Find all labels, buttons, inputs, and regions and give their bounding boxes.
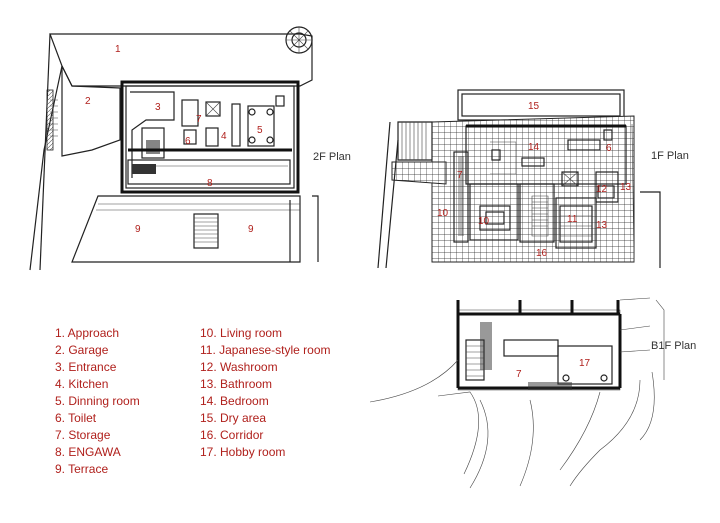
room-number: 8 (207, 178, 213, 189)
room-number: 4 (221, 131, 227, 142)
legend-item: 8. ENGAWA (55, 445, 121, 459)
legend-item: 7. Storage (55, 428, 111, 442)
room-number: 6 (606, 143, 612, 154)
main-volume-2f (120, 80, 300, 194)
room-numbers-2f: 1 2 3 7 4 5 6 8 9 9 (85, 44, 263, 235)
room-numbers-b1f: 17 7 (516, 358, 591, 380)
room-number: 15 (528, 101, 540, 112)
legend-item: 17. Hobby room (200, 445, 286, 459)
room-number: 10 (478, 216, 490, 227)
room-number: 12 (596, 184, 608, 195)
plan-2f (29, 26, 319, 271)
legend-item: 13. Bathroom (200, 377, 273, 391)
legend-item: 16. Corridor (200, 428, 264, 442)
room-number: 1 (115, 44, 121, 55)
room-number: 3 (155, 102, 161, 113)
room-number: 7 (457, 170, 463, 181)
room-number: 6 (185, 136, 191, 147)
legend-item: 14. Bedroom (200, 394, 269, 408)
room-number: 9 (248, 224, 254, 235)
legend-item: 3. Entrance (55, 360, 117, 374)
legend-item: 5. Dinning room (55, 394, 140, 408)
room-number: 13 (620, 182, 632, 193)
plan-title-1f: 1F Plan (651, 150, 689, 162)
legend-item: 1. Approach (55, 326, 120, 340)
room-number: 5 (257, 125, 263, 136)
engawa (127, 159, 291, 185)
room-number: 10 (437, 208, 449, 219)
room-number: 7 (516, 369, 522, 380)
garage-outline (61, 65, 121, 157)
legend-item: 12. Washroom (200, 360, 278, 374)
plan-title-b1f: B1F Plan (651, 340, 697, 352)
room-number: 13 (596, 220, 608, 231)
room-number: 14 (528, 142, 540, 153)
approach-outline (49, 33, 313, 87)
room-number: 17 (579, 358, 591, 369)
legend-item: 2. Garage (55, 343, 109, 357)
plan-1f (377, 89, 661, 269)
legend-item: 15. Dry area (200, 411, 267, 425)
plan-title-2f: 2F Plan (313, 151, 351, 163)
plan-b1f (369, 297, 665, 489)
legend-left-column: 1. Approach 2. Garage 3. Entrance 4. Kitche… (55, 325, 140, 478)
legend-item: 4. Kitchen (55, 377, 109, 391)
terrace-2f (71, 195, 301, 263)
room-number: 11 (567, 214, 578, 225)
legend-item: 10. Living room (200, 326, 283, 340)
legend-right-column: 10. Living room 11. Japanese-style room 12… (200, 325, 331, 461)
room-number: 2 (85, 96, 91, 107)
room-number: 7 (196, 114, 202, 125)
legend-item: 11. Japanese-style room (200, 343, 331, 357)
legend-item: 6. Toilet (55, 411, 97, 425)
room-number: 16 (536, 248, 548, 259)
room-numbers-1f: 15 14 6 7 12 13 10 10 11 13 16 (437, 101, 632, 259)
legend-item: 9. Terrace (55, 462, 109, 476)
room-number: 9 (135, 224, 141, 235)
